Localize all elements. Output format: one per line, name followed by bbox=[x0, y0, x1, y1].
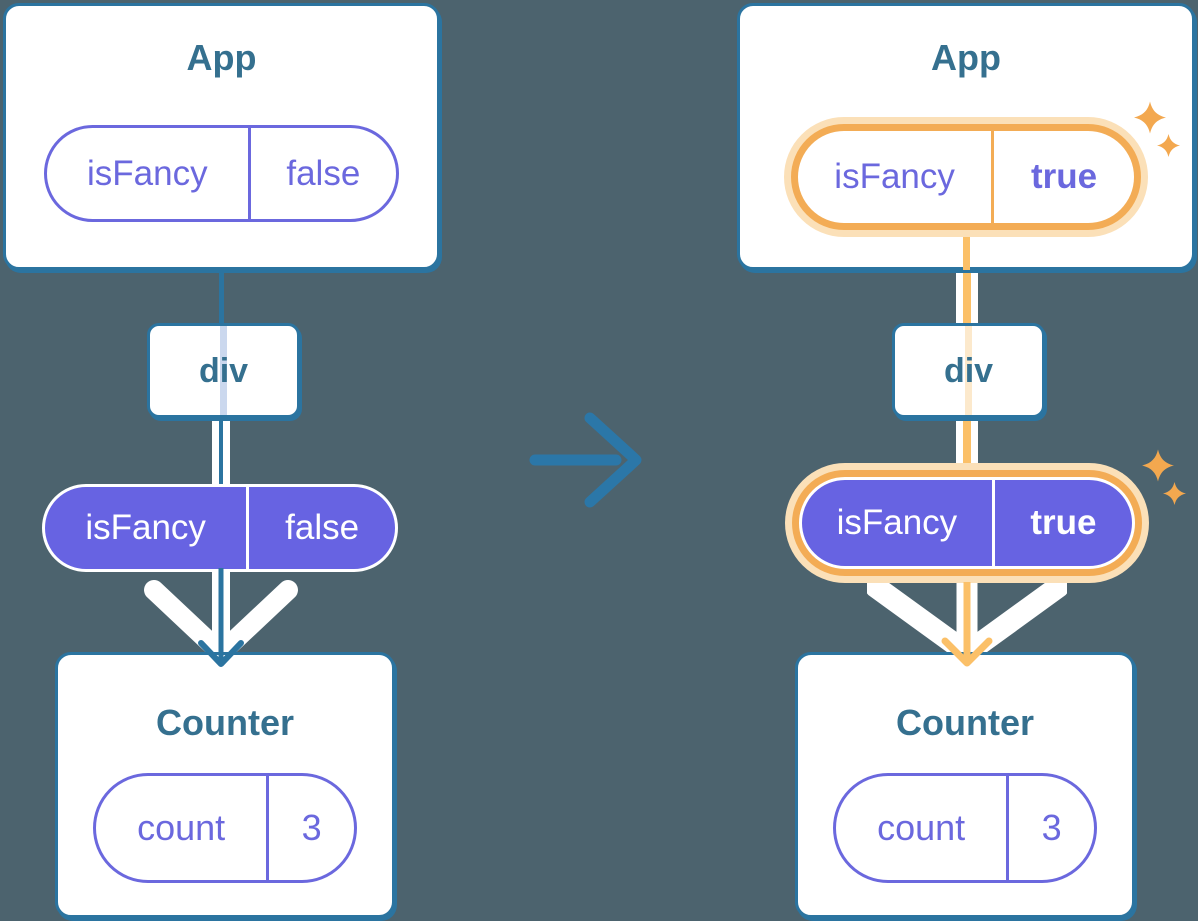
prop-value: true bbox=[1030, 503, 1097, 542]
app-title: App bbox=[186, 37, 257, 78]
state-pill-counter-before: count 3 bbox=[93, 773, 357, 883]
right-arrow-icon bbox=[529, 412, 642, 508]
state-value: 3 bbox=[1041, 807, 1062, 848]
state-flow-stub bbox=[963, 234, 970, 270]
state-pill-app-after: isFancy true bbox=[798, 131, 1134, 223]
state-value: true bbox=[1031, 157, 1098, 196]
prop-name: isFancy bbox=[802, 480, 995, 566]
div-title: div bbox=[943, 351, 994, 390]
sparkle-icon bbox=[1134, 101, 1166, 134]
prop-pill-before: isFancy false bbox=[42, 484, 398, 572]
state-value: 3 bbox=[301, 807, 322, 848]
state-pill-counter-after: count 3 bbox=[833, 773, 1097, 883]
state-pill-app-before: isFancy false bbox=[44, 125, 399, 222]
prop-arrow-head-after bbox=[941, 582, 993, 667]
prop-arrow-head-before bbox=[198, 568, 244, 667]
sparkle-icon bbox=[1142, 449, 1174, 482]
prop-through-line bbox=[965, 326, 972, 415]
sparkle-icon bbox=[1163, 482, 1186, 505]
state-name: isFancy bbox=[47, 128, 251, 219]
prop-name: isFancy bbox=[45, 487, 250, 569]
counter-title: Counter bbox=[896, 702, 1034, 743]
prop-through-line bbox=[220, 326, 227, 415]
prop-pill-after: isFancy true bbox=[799, 477, 1135, 569]
state-name: count bbox=[836, 776, 1010, 880]
state-name: isFancy bbox=[798, 131, 995, 223]
counter-title: Counter bbox=[156, 702, 294, 743]
prop-line-div-pill-before bbox=[212, 415, 230, 486]
app-card-before: App isFancy false bbox=[3, 3, 440, 270]
counter-card-before: Counter count 3 bbox=[55, 652, 395, 918]
div-card-after: div bbox=[892, 323, 1045, 418]
app-card-after: App isFancy true bbox=[737, 3, 1195, 270]
counter-card-after: Counter count 3 bbox=[795, 652, 1135, 918]
sparkle-icon bbox=[1157, 134, 1180, 157]
highlight-ring: isFancy true bbox=[785, 463, 1149, 583]
connector-app-div-before bbox=[219, 267, 224, 324]
prop-value: false bbox=[285, 508, 360, 547]
state-value: false bbox=[286, 153, 361, 193]
prop-line-app-div-after bbox=[956, 267, 978, 324]
state-name: count bbox=[96, 776, 270, 880]
div-title: div bbox=[198, 351, 249, 390]
app-title: App bbox=[931, 37, 1001, 78]
highlight-ring: isFancy true bbox=[784, 117, 1148, 237]
div-card-before: div bbox=[147, 323, 300, 418]
